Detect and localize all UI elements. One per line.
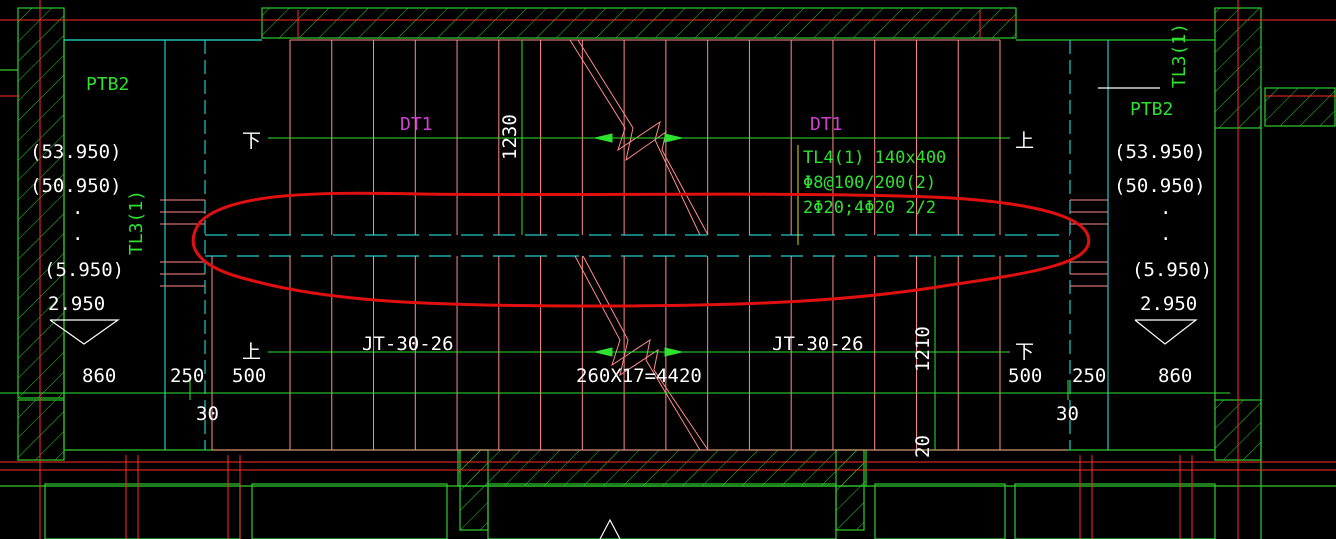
white-labels: 下 上 上 下 JT-30-26 JT-30-26 (53.950) (50.9… <box>30 114 1212 458</box>
dt1-left-label: DT1 <box>400 114 433 135</box>
dim-1210: 1210 <box>912 326 934 372</box>
arrow-down-bottom-right: 下 <box>1015 341 1034 363</box>
beam-label-line2: Φ8@100/200(2) <box>803 173 936 193</box>
jt-left-label: JT-30-26 <box>362 333 454 355</box>
dim-250-left: 250 <box>170 365 204 387</box>
elevation-right-3: . <box>1160 197 1171 219</box>
dimension-lines <box>0 40 1230 450</box>
dim-30-left: 30 <box>196 403 219 425</box>
ptb2-right-label: PTB2 <box>1130 99 1173 120</box>
wall-top <box>261 7 1017 39</box>
wall-left-stub <box>17 399 65 461</box>
arrow-down-top-left: 下 <box>242 130 261 152</box>
dim-20: 20 <box>912 435 934 458</box>
tl3-right-label: TL3(1) <box>1169 23 1190 88</box>
column-bl <box>459 449 489 531</box>
elevation-markers <box>49 87 1198 345</box>
elevation-right-2: (50.950) <box>1114 175 1206 197</box>
elevation-left-4: . <box>72 223 83 245</box>
beam-label-line1: TL4(1) 140x400 <box>803 148 946 168</box>
dim-860-right: 860 <box>1158 365 1192 387</box>
wall-right-stub <box>1264 87 1336 127</box>
elevation-right-5: (5.950) <box>1132 259 1212 281</box>
red-annotation-circle <box>191 191 1091 308</box>
bottom-marker <box>599 518 621 539</box>
break-line-upper <box>569 39 709 236</box>
green-labels: PTB2 PTB2 TL3(1) TL3(1) TL4(1) 140x400 Φ… <box>86 23 1190 255</box>
arrow-up-top-right: 上 <box>1015 130 1034 152</box>
stair-flight-outline <box>160 39 1108 451</box>
tl3-left-label: TL3(1) <box>126 190 147 255</box>
elevation-left-6: 2.950 <box>48 293 105 315</box>
dt1-right-label: DT1 <box>810 114 843 135</box>
dim-500-right: 500 <box>1008 365 1042 387</box>
dim-30-right: 30 <box>1056 403 1079 425</box>
elevation-left-5: (5.950) <box>44 259 124 281</box>
elevation-left-1: (53.950) <box>30 141 122 163</box>
elevation-right-1: (53.950) <box>1114 141 1206 163</box>
dim-1230: 1230 <box>499 114 521 160</box>
dim-500-left: 500 <box>232 365 266 387</box>
magenta-labels: DT1 DT1 <box>400 114 843 135</box>
wall-left <box>17 7 65 399</box>
dim-250-right: 250 <box>1072 365 1106 387</box>
elevation-right-6: 2.950 <box>1140 293 1197 315</box>
ptb2-left-label: PTB2 <box>86 74 129 95</box>
break-line-lower <box>574 255 709 451</box>
cyan-outlines <box>64 39 1109 450</box>
elevation-triangle-left <box>49 319 120 345</box>
arrow-up-bottom-left: 上 <box>242 341 261 363</box>
wall-bottom <box>457 449 867 487</box>
elevation-right-4: . <box>1160 223 1171 245</box>
elevation-triangle-right <box>1134 319 1198 345</box>
dim-860-left: 860 <box>82 365 116 387</box>
dim-run: 260X17=4420 <box>576 365 702 387</box>
elevation-left-2: (50.950) <box>30 175 122 197</box>
elevation-left-3: . <box>72 197 83 219</box>
beam-label-line3: 2Φ20;4Φ20 2/2 <box>803 198 936 218</box>
jt-right-label: JT-30-26 <box>772 333 864 355</box>
